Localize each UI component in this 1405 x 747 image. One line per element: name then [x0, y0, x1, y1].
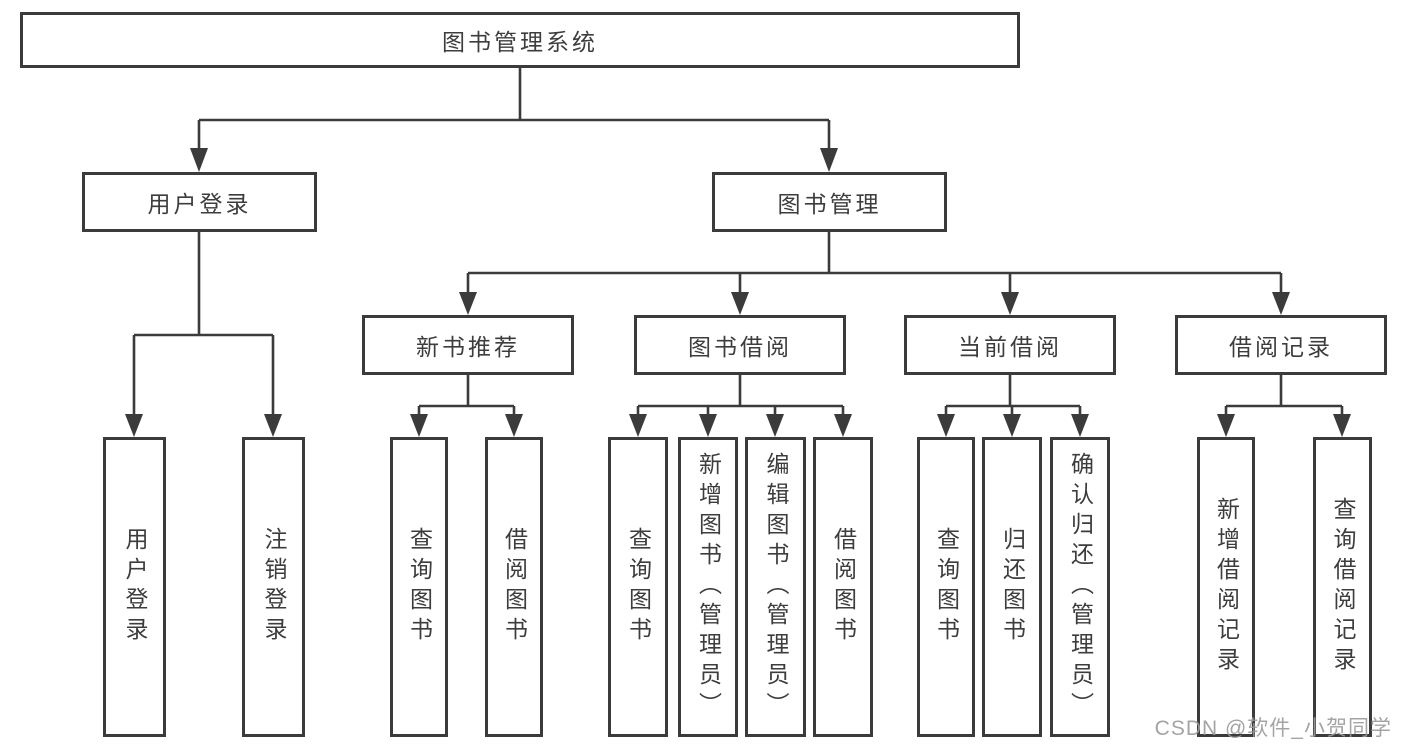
- node-label: 查询借阅记录: [1330, 497, 1356, 677]
- leaf-edit-book-admin: 编辑图书（管理员）: [745, 437, 806, 737]
- node-label: 当前借阅: [958, 334, 1062, 360]
- node-label: 图书管理: [777, 191, 882, 217]
- node-label: 图书管理系统: [442, 29, 598, 55]
- node-root-system: 图书管理系统: [20, 12, 1020, 68]
- node-borrow-records: 借阅记录: [1175, 315, 1387, 375]
- leaf-borrow-books-2: 借阅图书: [813, 437, 873, 737]
- node-label: 查询图书: [933, 527, 960, 647]
- node-label: 用户登录: [122, 527, 148, 647]
- node-book-management-branch: 图书管理: [712, 172, 947, 232]
- node-label: 新增借阅记录: [1213, 497, 1240, 677]
- leaf-query-books-3: 查询图书: [917, 437, 975, 737]
- node-label: 借阅图书: [501, 527, 528, 647]
- node-label: 图书借阅: [688, 334, 792, 360]
- leaf-return-books: 归还图书: [982, 437, 1042, 737]
- node-label: 归还图书: [999, 527, 1026, 647]
- leaf-query-books-1: 查询图书: [390, 437, 448, 737]
- leaf-add-borrow-record: 新增借阅记录: [1197, 437, 1255, 737]
- node-label: 查询图书: [406, 527, 433, 647]
- leaf-confirm-return-admin: 确认归还（管理员）: [1050, 437, 1110, 737]
- csdn-watermark: CSDN @软件_小贺同学: [1154, 717, 1392, 740]
- leaf-add-book-admin: 新增图书（管理员）: [678, 437, 738, 737]
- node-label: 借阅记录: [1229, 334, 1333, 360]
- arrowhead-icons: [125, 148, 1351, 437]
- node-user-login-branch: 用户登录: [82, 172, 317, 232]
- node-label: 用户登录: [147, 191, 252, 217]
- node-new-book-recommend: 新书推荐: [362, 315, 574, 375]
- node-label: 新书推荐: [416, 334, 520, 360]
- node-label: 确认归还（管理员）: [1067, 452, 1094, 722]
- tree-edges: [132, 68, 1344, 418]
- node-label: 编辑图书（管理员）: [763, 452, 789, 722]
- node-book-borrow: 图书借阅: [634, 315, 846, 375]
- leaf-borrow-books-1: 借阅图书: [485, 437, 543, 737]
- node-label: 借阅图书: [830, 527, 857, 647]
- node-label: 注销登录: [261, 527, 287, 647]
- leaf-logout: 注销登录: [242, 437, 305, 737]
- leaf-query-books-2: 查询图书: [608, 437, 668, 737]
- node-current-borrow: 当前借阅: [904, 315, 1116, 375]
- leaf-query-borrow-record: 查询借阅记录: [1313, 437, 1372, 737]
- node-label: 查询图书: [625, 527, 652, 647]
- leaf-user-login: 用户登录: [103, 437, 166, 737]
- node-label: 新增图书（管理员）: [695, 452, 722, 722]
